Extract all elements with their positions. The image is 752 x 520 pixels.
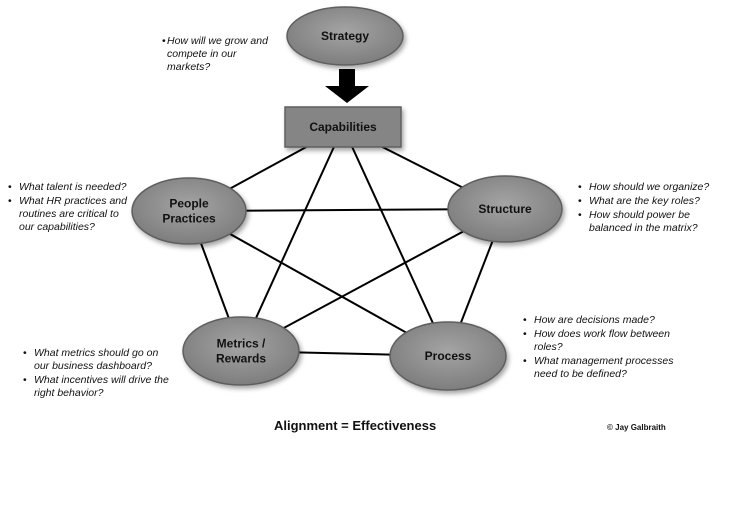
- node-strategy-label: Strategy: [321, 29, 369, 43]
- node-structure-shape: [447, 175, 563, 243]
- note-item: How does work flow between roles?: [523, 328, 683, 354]
- strategy-arrow: [325, 69, 369, 103]
- strategy-notes: How will we grow and compete in our mark…: [162, 35, 272, 75]
- note-item: How are decisions made?: [523, 314, 683, 327]
- node-capabilities-label: Capabilities: [309, 120, 377, 134]
- note-item: What talent is needed?: [8, 181, 130, 194]
- node-people-label: Practices: [162, 212, 216, 226]
- note-item: What are the key roles?: [578, 195, 710, 208]
- connector-people-process: [188, 210, 449, 357]
- node-structure-label: Structure: [478, 202, 532, 216]
- node-strategy: Strategy: [286, 6, 404, 66]
- structure-notes: How should we organize?What are the key …: [578, 181, 710, 236]
- node-strategy-shape: [286, 6, 404, 66]
- note-item: How will we grow and compete in our mark…: [162, 35, 272, 74]
- note-item: What incentives will drive the right beh…: [23, 374, 173, 400]
- note-item: What metrics should go on our business d…: [23, 347, 173, 373]
- note-item: What HR practices and routines are criti…: [8, 195, 130, 234]
- node-process-label: Process: [425, 349, 472, 363]
- node-capabilities-shape: [284, 106, 402, 148]
- note-item: What management processes need to be def…: [523, 355, 683, 381]
- node-metrics-label: Metrics /: [217, 337, 266, 351]
- node-people-label: People: [169, 197, 209, 211]
- node-process-shape: [389, 321, 507, 391]
- note-item: How should we organize?: [578, 181, 710, 194]
- node-process: Process: [389, 321, 507, 391]
- connector-capabilities-process: [342, 126, 449, 357]
- node-capabilities: Capabilities: [284, 106, 402, 148]
- connector-capabilities-metrics: [240, 126, 344, 352]
- people-notes: What talent is needed?What HR practices …: [8, 181, 130, 235]
- connector-structure-metrics: [240, 208, 506, 352]
- node-metrics-shape: [182, 316, 300, 386]
- down-arrow-icon: [325, 69, 369, 103]
- copyright-text: © Jay Galbraith: [607, 423, 666, 432]
- node-metrics-label: Rewards: [216, 352, 266, 366]
- note-item: How should power be balanced in the matr…: [578, 209, 710, 235]
- metrics-notes: What metrics should go on our business d…: [23, 347, 173, 401]
- alignment-caption: Alignment = Effectiveness: [274, 418, 437, 433]
- node-people-shape: [131, 177, 247, 245]
- process-notes: How are decisions made?How does work flo…: [523, 314, 683, 382]
- node-metrics: Metrics /Rewards: [182, 316, 300, 386]
- node-structure: Structure: [447, 175, 563, 243]
